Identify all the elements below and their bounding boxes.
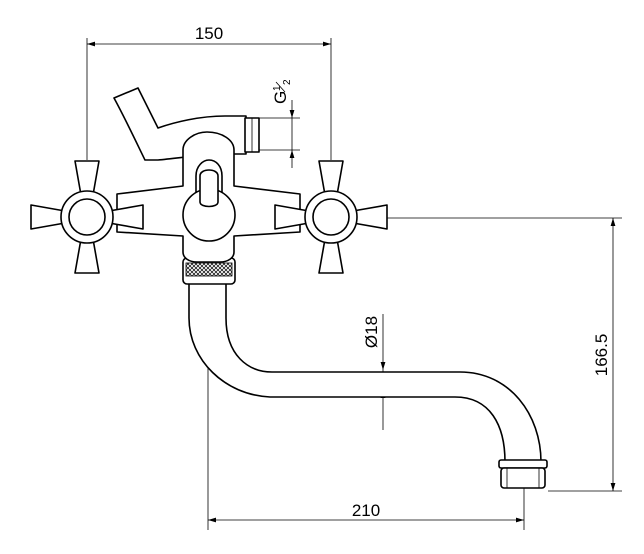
pipe-diameter-label: Ø18: [362, 316, 381, 348]
dimension-166-5-label: 166.5: [592, 334, 611, 377]
left-cross-handle[interactable]: [30, 160, 144, 274]
aerator-tip: [498, 459, 548, 489]
dimension-thread: G 1 2: [258, 79, 300, 168]
swivel-nut: [182, 257, 236, 285]
dimension-166-5: 166.5: [385, 217, 622, 492]
dimension-150: 150: [86, 24, 332, 160]
dimension-150-label: 150: [195, 24, 223, 43]
thread-g-label: G: [271, 91, 290, 104]
thread-numerator: 1: [272, 85, 283, 91]
thread-denominator: 2: [282, 79, 293, 85]
valve-body: [116, 131, 301, 263]
spout-pipe: [188, 282, 542, 463]
dimension-210-label: 210: [352, 501, 380, 520]
right-cross-handle[interactable]: [274, 160, 388, 274]
